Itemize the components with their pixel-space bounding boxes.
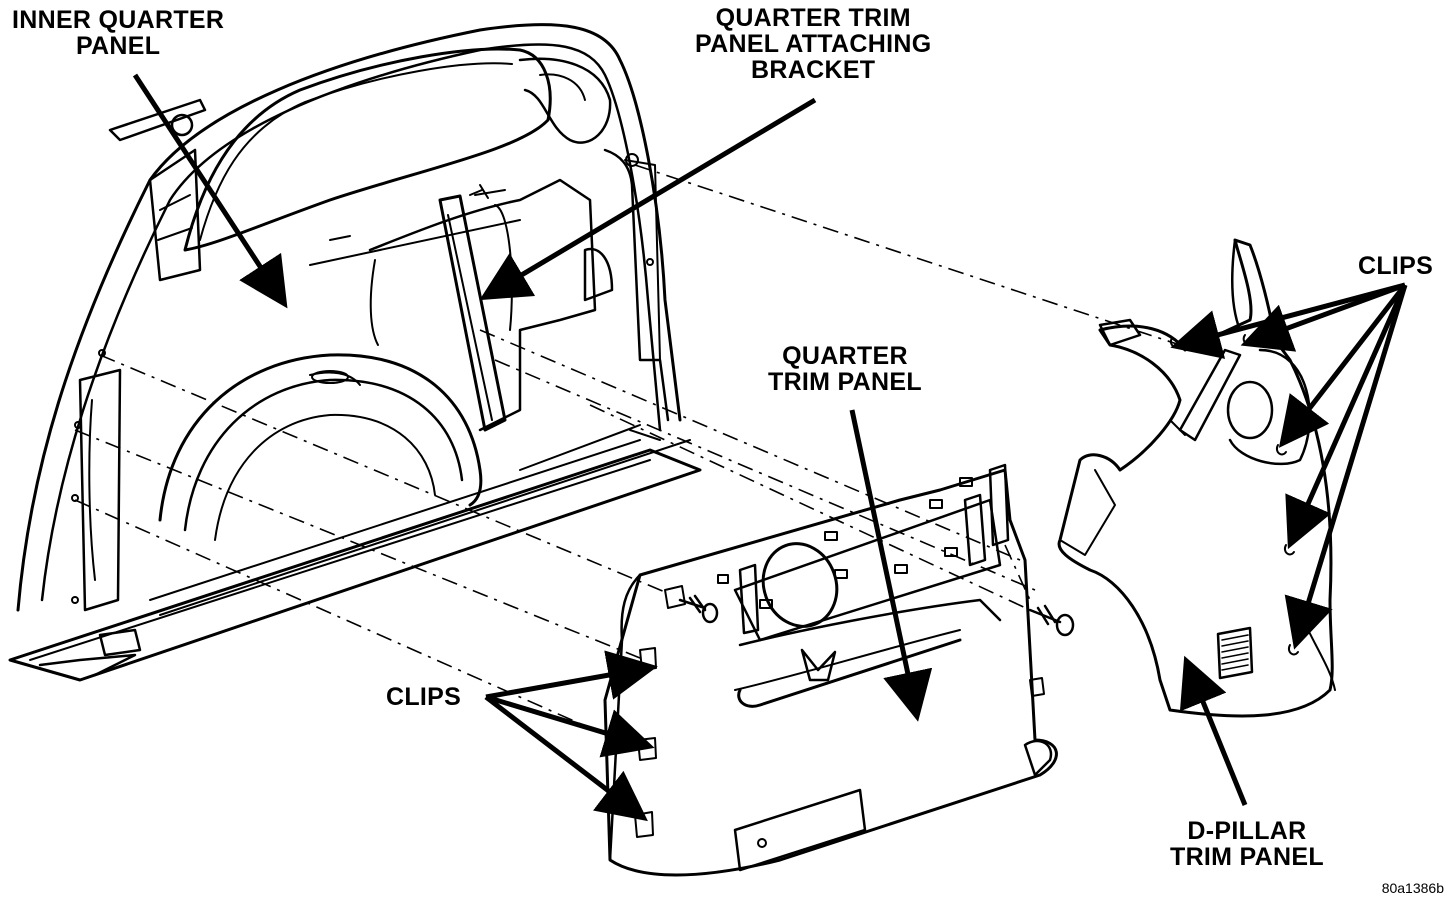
label-line: QUARTER [782,342,908,370]
label-line: PANEL [75,32,161,60]
label-line: PANEL ATTACHING [695,30,932,58]
figure-id: 80a1386b [1381,880,1444,896]
label-line: TRIM PANEL [768,368,922,396]
label-line: QUARTER TRIM [715,4,911,32]
vehicle-body-inner-quarter [8,23,702,682]
alignment-lines [74,164,1181,749]
label-line: CLIPS [386,683,462,711]
label-line: CLIPS [1358,252,1434,280]
label-inner-quarter-panel: INNER QUARTER PANEL [12,7,224,59]
label-line: TRIM PANEL [1170,843,1324,871]
label-quarter-trim-panel-attaching-bracket: QUARTER TRIM PANEL ATTACHING BRACKET [695,5,931,83]
label-line: D-PILLAR [1187,817,1307,845]
screw-left [678,594,719,624]
vent-grille [1216,626,1254,680]
label-clips-right: CLIPS [1358,253,1433,279]
label-quarter-trim-panel: QUARTER TRIM PANEL [768,343,922,395]
leader-arrows [132,73,1408,822]
d-pillar-trim-panel-part [1057,238,1336,718]
label-line: BRACKET [751,56,876,84]
label-clips-left: CLIPS [386,684,461,710]
screw-right [1028,604,1075,637]
label-d-pillar-trim-panel: D-PILLAR TRIM PANEL [1170,818,1324,870]
label-line: INNER QUARTER [12,6,225,34]
quarter-trim-panel-part [603,463,1075,877]
